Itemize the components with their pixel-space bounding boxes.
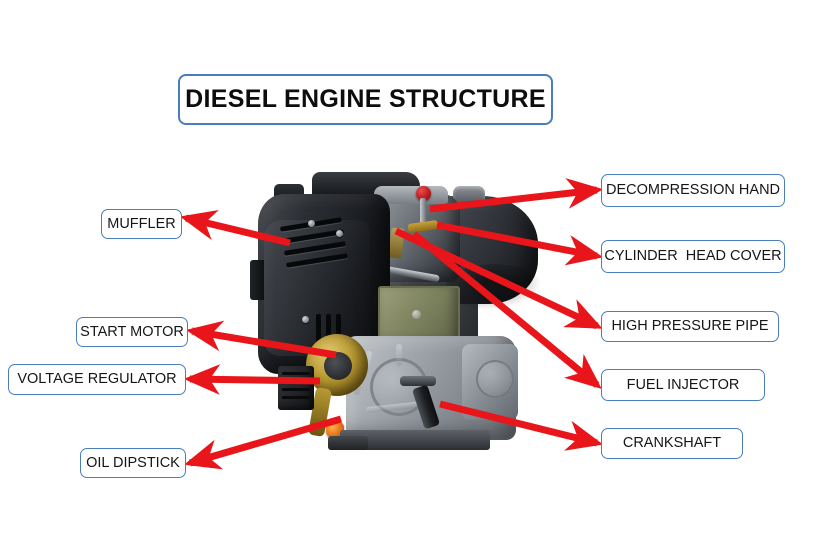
callout-label-start-motor: START MOTOR <box>80 323 184 340</box>
callout-label-muffler: MUFFLER <box>107 215 176 232</box>
decompression-handle-stem <box>420 198 426 224</box>
start-motor-bore <box>324 352 352 380</box>
crankshaft-collar <box>400 376 436 386</box>
muffler-side-tab <box>250 260 264 300</box>
callout-box-cylinder-head-cover[interactable]: CYLINDER HEAD COVER <box>601 240 785 273</box>
diesel-engine-image <box>250 168 555 453</box>
muffler-vent <box>336 314 341 348</box>
block-panel-knob <box>412 310 421 319</box>
callout-box-oil-dipstick[interactable]: OIL DIPSTICK <box>80 448 186 478</box>
callout-box-crankshaft[interactable]: CRANKSHAFT <box>601 428 743 459</box>
regulator-fin <box>282 396 310 399</box>
regulator-fin <box>282 380 310 383</box>
callout-label-voltage-regulator: VOLTAGE REGULATOR <box>17 371 177 388</box>
crankcase-rib <box>396 344 402 366</box>
callout-box-high-pressure-pipe[interactable]: HIGH PRESSURE PIPE <box>601 311 779 342</box>
callout-box-voltage-regulator[interactable]: VOLTAGE REGULATOR <box>8 364 186 395</box>
page-title: DIESEL ENGINE STRUCTURE <box>185 85 546 113</box>
tank-shadow <box>446 264 542 310</box>
callout-box-fuel-injector[interactable]: FUEL INJECTOR <box>601 369 765 401</box>
callout-label-oil-dipstick: OIL DIPSTICK <box>86 454 180 471</box>
callout-label-fuel-injector: FUEL INJECTOR <box>626 376 740 393</box>
gear-cover-circle <box>476 360 514 398</box>
regulator-fin <box>282 388 310 391</box>
callout-label-cylinder-head-cover: CYLINDER HEAD COVER <box>604 248 782 265</box>
callout-box-decompression-hand[interactable]: DECOMPRESSION HAND <box>601 174 785 207</box>
callout-label-crankshaft: CRANKSHAFT <box>622 435 722 452</box>
shroud-bolt <box>302 316 309 323</box>
shroud-bolt <box>308 220 315 227</box>
engine-foot <box>328 436 368 450</box>
page-title-box: DIESEL ENGINE STRUCTURE <box>178 74 553 125</box>
shroud-bolt <box>336 230 343 237</box>
decompression-handle-knob <box>416 186 431 201</box>
callout-label-high-pressure-pipe: HIGH PRESSURE PIPE <box>611 318 769 335</box>
callout-label-decompression-hand: DECOMPRESSION HAND <box>605 182 781 199</box>
regulator-fin <box>282 372 310 375</box>
callout-box-muffler[interactable]: MUFFLER <box>101 209 182 239</box>
callout-box-start-motor[interactable]: START MOTOR <box>76 317 188 347</box>
